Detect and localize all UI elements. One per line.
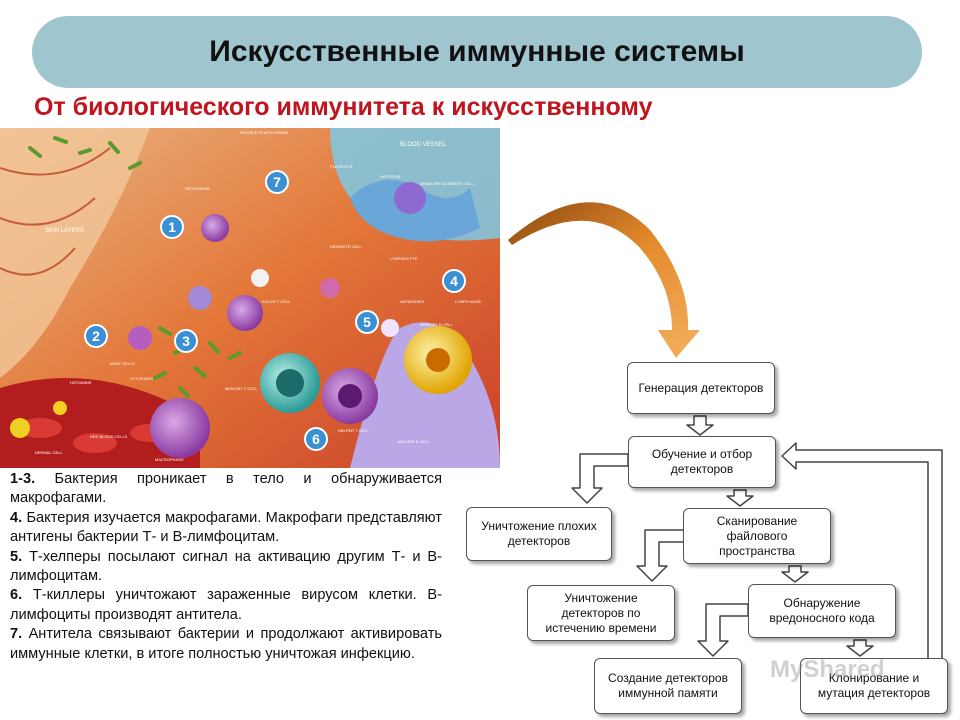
legend-item: 6. Т-киллеры уничтожают зараженные вирус…	[10, 586, 442, 625]
label-histamine: HISTAMINE	[70, 380, 92, 385]
legend-number: 7.	[10, 626, 23, 643]
label-lymph-node: LYMPH NODE	[455, 299, 481, 304]
legend-number: 5.	[10, 548, 23, 565]
curved-arrow	[508, 202, 700, 358]
legend-item: 1-3. Бактерия проникает в тело и обнаруж…	[10, 470, 442, 509]
legend-description: Т-хелперы посылают сигнал на активацию д…	[10, 548, 442, 585]
marker-1: 1	[168, 219, 176, 235]
label-macrophage: MACROPHAGE	[155, 457, 184, 462]
marker-7: 7	[273, 174, 281, 190]
label-platelets-fibrin: PLATELETS WITH FIBRIN	[240, 130, 288, 135]
label-cytokines: CYTOKINES	[130, 376, 153, 381]
arrow-detect-to-memory	[697, 603, 749, 657]
legend-description: Т-киллеры уничтожают зараженные вирусом …	[10, 587, 442, 623]
marker-4: 4	[450, 273, 458, 289]
box-memory: Создание детекторов иммунной памяти	[594, 658, 742, 714]
label-dermal-cell: DERMAL CELL	[35, 450, 63, 455]
label-platelets: PLATELETS	[330, 164, 353, 169]
label-mature-b-cell: MATURE B CELL	[398, 439, 430, 444]
legend-item: 5. Т-хелперы посылают сигнал на активаци…	[10, 548, 442, 587]
arrow-detect-to-clone	[846, 639, 874, 657]
legend-number: 4.	[10, 509, 23, 526]
marker-5: 5	[363, 314, 371, 330]
marker-6: 6	[312, 431, 320, 447]
box-scanning: Сканирование файлового пространства	[683, 508, 831, 564]
legend-description: Антитела связывают бактерии и продолжают…	[10, 626, 442, 662]
marker-3: 3	[182, 333, 190, 349]
label-antigens: ANTIGENS	[380, 174, 401, 179]
label-dendrite-cell: DENDRITE CELL	[330, 244, 362, 249]
label-antibodies: ANTIBODIES	[400, 299, 425, 304]
page-title: Искусственные иммунные системы	[209, 35, 745, 68]
arrow-gen-to-train	[686, 415, 714, 436]
label-lymphocyte: LYMPHOCYTE	[390, 256, 418, 261]
legend-item: 7. Антитела связывают бактерии и продолж…	[10, 625, 442, 664]
box-generation: Генерация детекторов	[627, 362, 775, 414]
box-training: Обучение и отбор детекторов	[628, 436, 776, 488]
label-pathogens: PATHOGENS	[185, 186, 210, 191]
illustration-svg: SKIN LAYERS BLOOD VESSEL PLATELETS WITH …	[0, 128, 500, 468]
box-cloning: Клонирование и мутация детекторов	[800, 658, 948, 714]
box-destroy-expired: Уничтожение детекторов по истечению врем…	[527, 585, 675, 641]
title-banner: Искусственные иммунные системы	[32, 16, 922, 88]
page-subtitle: От биологического иммунитета к искусстве…	[34, 93, 653, 121]
arrow-scan-to-detect	[781, 565, 809, 583]
label-killer-t-cell: KILLER T CELL	[262, 299, 291, 304]
label-helper-t-cell: HELPER T CELL	[338, 428, 369, 433]
box-detection: Обнаружение вредоносного кода	[748, 584, 896, 638]
immune-system-illustration: SKIN LAYERS BLOOD VESSEL PLATELETS WITH …	[0, 128, 500, 468]
legend-number: 1-3.	[10, 471, 36, 487]
label-memory-t-cell: MEMORY T CELL	[225, 386, 258, 391]
label-memory-b-cell: MEMORY B CELL	[420, 322, 454, 327]
arrow-train-to-destroy	[571, 453, 629, 504]
legend-item: 4. Бактерия изучается макрофагами. Макро…	[10, 509, 442, 548]
label-blood-vessel: BLOOD VESSEL	[400, 142, 447, 148]
legend-description: Бактерия изучается макрофагами. Макрофаг…	[10, 509, 442, 546]
box-destroy-bad: Уничтожение плохих детекторов	[466, 507, 612, 561]
label-mast-cells: MAST CELLS	[110, 361, 135, 366]
legend-number: 6.	[10, 587, 23, 604]
label-red-blood-cells: RED BLOOD CELLS	[90, 434, 128, 439]
marker-2: 2	[92, 328, 100, 344]
legend-text: 1-3. Бактерия проникает в тело и обнаруж…	[10, 470, 442, 664]
label-immature-dendrite-cell: IMMATURE DENDRITE CELL	[420, 181, 474, 186]
arrow-train-to-scan	[726, 489, 754, 507]
arrow-scan-to-expired	[636, 529, 685, 582]
watermark: MyShared	[770, 656, 885, 683]
label-skin-layers: SKIN LAYERS	[45, 228, 84, 234]
legend-description: Бактерия проникает в тело и обнаруживает…	[10, 471, 442, 507]
